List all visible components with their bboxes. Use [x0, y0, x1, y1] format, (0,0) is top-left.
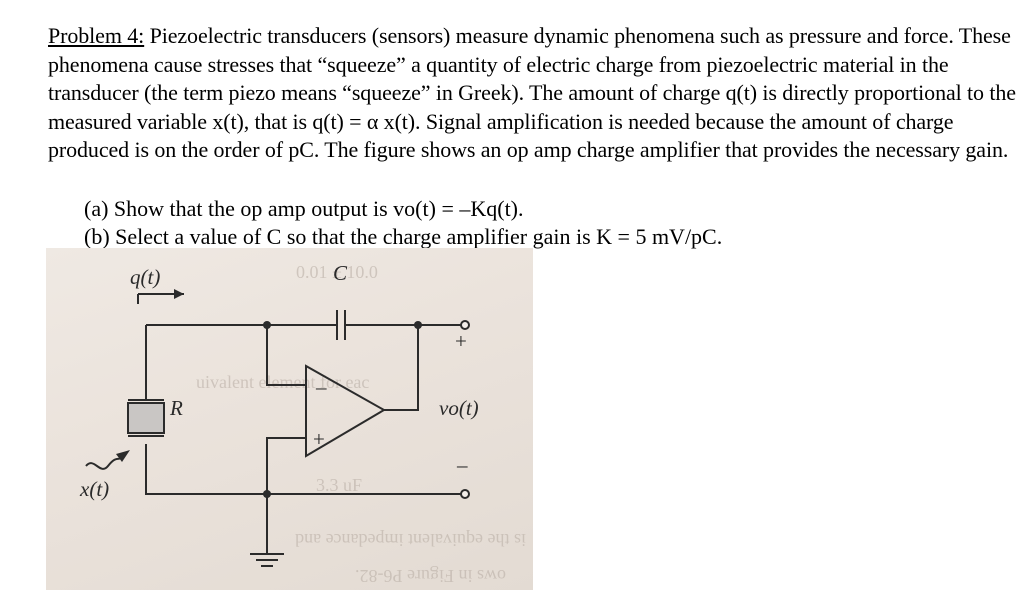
- input-source-icon: [85, 450, 130, 470]
- charge-arrow-head: [174, 289, 184, 299]
- charge-label: q(t): [130, 265, 160, 289]
- circuit-nodes: [263, 321, 422, 498]
- problem-label: Problem 4:: [48, 23, 145, 48]
- resistor-label: R: [169, 396, 183, 420]
- op-amp: [305, 364, 387, 458]
- output-label: vo(t): [439, 396, 479, 420]
- opamp-inverting-sign: –: [315, 375, 327, 399]
- problem-statement: Problem 4: Piezoelectric transducers (se…: [48, 22, 1018, 165]
- output-terminals: [460, 320, 470, 499]
- problem-body: Piezoelectric transducers (sensors) meas…: [48, 23, 1016, 162]
- svg-text:0.01 ± 10.0: 0.01 ± 10.0: [296, 262, 378, 282]
- capacitor: [336, 310, 346, 340]
- output-minus-sign: –: [456, 453, 468, 477]
- circuit-wires: [137, 293, 462, 567]
- output-plus-sign: +: [455, 329, 467, 353]
- capacitor-label: C: [333, 261, 348, 285]
- circuit-diagram: 0.01 ± 10.0 uivalent element for eac 3.3…: [79, 261, 526, 586]
- piezo-sensor: [127, 399, 165, 437]
- svg-text:is the equivalent impedance an: is the equivalent impedance and: [295, 530, 526, 550]
- part-a: (a) Show that the op amp output is vo(t)…: [84, 196, 524, 221]
- circuit-figure: 0.01 ± 10.0 uivalent element for eac 3.3…: [46, 248, 533, 590]
- svg-text:ows in Figure P6-82.: ows in Figure P6-82.: [355, 566, 506, 586]
- input-label: x(t): [79, 477, 109, 501]
- svg-text:uivalent element for eac: uivalent element for eac: [196, 372, 369, 392]
- svg-text:3.3 uF: 3.3 uF: [316, 475, 362, 495]
- opamp-noninverting-sign: +: [313, 427, 325, 451]
- part-b: (b) Select a value of C so that the char…: [84, 224, 723, 249]
